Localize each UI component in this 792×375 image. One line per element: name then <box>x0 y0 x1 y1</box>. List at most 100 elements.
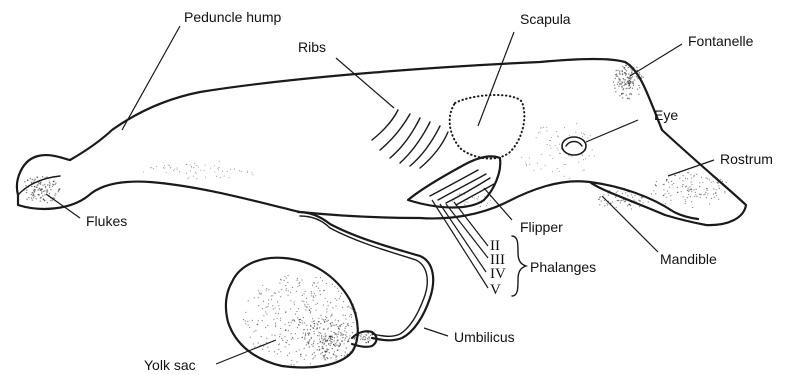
stipple-dot <box>486 205 487 206</box>
stipple-dot <box>526 165 527 166</box>
stipple-dot <box>196 173 197 174</box>
stipple-dot <box>336 345 337 346</box>
stipple-dot <box>703 194 704 195</box>
stipple-dot <box>275 313 276 314</box>
stipple-dot <box>368 341 369 342</box>
stipple-dot <box>624 84 625 85</box>
stipple-dot <box>274 335 275 336</box>
stipple-dot <box>706 197 707 198</box>
stipple-dot <box>722 181 723 182</box>
stipple-dot <box>50 189 51 190</box>
stipple-dot <box>583 133 584 134</box>
stipple-dot <box>334 325 335 326</box>
stipple-dot <box>38 189 39 190</box>
stipple-dot <box>32 195 33 196</box>
stipple-dot <box>711 198 712 199</box>
stipple-dot <box>552 158 553 159</box>
stipple-dot <box>263 315 264 316</box>
stipple-dot <box>628 81 629 82</box>
stipple-dot <box>34 186 35 187</box>
stipple-dot <box>685 201 686 202</box>
stipple-dot <box>541 127 542 128</box>
stipple-dot <box>42 185 43 186</box>
stipple-dot <box>368 337 369 338</box>
stipple-dot <box>299 282 300 283</box>
stipple-dot <box>342 337 343 338</box>
stipple-dot <box>249 327 250 328</box>
stipple-dot <box>317 327 318 328</box>
stipple-dot <box>217 168 218 169</box>
stipple-dot <box>278 305 279 306</box>
stipple-dot <box>186 164 187 165</box>
stipple-dot <box>620 202 621 203</box>
label-mandible: Mandible <box>660 251 717 267</box>
stipple-dot <box>589 155 590 156</box>
stipple-dot <box>318 332 319 333</box>
stipple-dot <box>324 333 325 334</box>
stipple-dot <box>321 337 322 338</box>
stipple-dot <box>550 148 551 149</box>
stipple-dot <box>275 293 276 294</box>
stipple-dot <box>641 198 642 199</box>
stipple-dot <box>341 355 342 356</box>
stipple-dot <box>325 316 326 317</box>
stipple-dot <box>664 193 665 194</box>
stipple-dot <box>720 179 721 180</box>
stipple-dot <box>40 190 41 191</box>
stipple-dot <box>25 185 26 186</box>
stipple-dot <box>329 352 330 353</box>
stipple-dot <box>205 177 206 178</box>
stipple-dot <box>300 322 301 323</box>
stipple-dot <box>313 340 314 341</box>
stipple-dot <box>683 175 684 176</box>
stipple-dot <box>46 191 47 192</box>
stipple-dot <box>40 182 41 183</box>
stipple-dot <box>288 295 289 296</box>
stipple-dot <box>625 200 626 201</box>
stipple-dot <box>278 349 279 350</box>
stipple-dot <box>618 200 619 201</box>
stipple-dot <box>306 325 307 326</box>
stipple-dot <box>582 155 583 156</box>
stipple-dot <box>305 335 306 336</box>
stipple-dot <box>334 340 335 341</box>
stipple-dot <box>34 196 35 197</box>
stipple-dot <box>306 344 307 345</box>
stipple-dot <box>630 205 631 206</box>
stipple-dot <box>619 79 620 80</box>
stipple-dot <box>340 325 341 326</box>
stipple-dot <box>622 74 623 75</box>
stipple-dot <box>49 183 50 184</box>
stipple-dot <box>294 304 295 305</box>
stipple-dot <box>285 311 286 312</box>
stipple-dot <box>655 185 656 186</box>
stipple-dot <box>324 322 325 323</box>
stipple-dot <box>625 192 626 193</box>
stipple-dot <box>279 336 280 337</box>
stipple-dot <box>626 94 627 95</box>
stipple-dot <box>49 193 50 194</box>
stipple-dot <box>367 338 368 339</box>
stipple-dot <box>631 194 632 195</box>
stipple-dot <box>332 322 333 323</box>
stipple-dot <box>288 275 289 276</box>
stipple-dot <box>565 164 566 165</box>
stipple-dot <box>724 192 725 193</box>
stipple-dot <box>164 165 165 166</box>
stipple-dot <box>273 308 274 309</box>
stipple-dot <box>638 94 639 95</box>
stipple-dot <box>349 316 350 317</box>
stipple-dot <box>629 83 630 84</box>
stipple-dot <box>341 341 342 342</box>
stipple-dot <box>302 337 303 338</box>
stipple-dot <box>191 167 192 168</box>
stipple-dot <box>312 346 313 347</box>
stipple-dot <box>245 320 246 321</box>
stipple-dot <box>308 335 309 336</box>
stipple-dot <box>689 189 690 190</box>
stipple-dot <box>320 277 321 278</box>
stipple-dot <box>616 207 617 208</box>
stipple-dot <box>193 176 194 177</box>
stipple-dot <box>287 355 288 356</box>
